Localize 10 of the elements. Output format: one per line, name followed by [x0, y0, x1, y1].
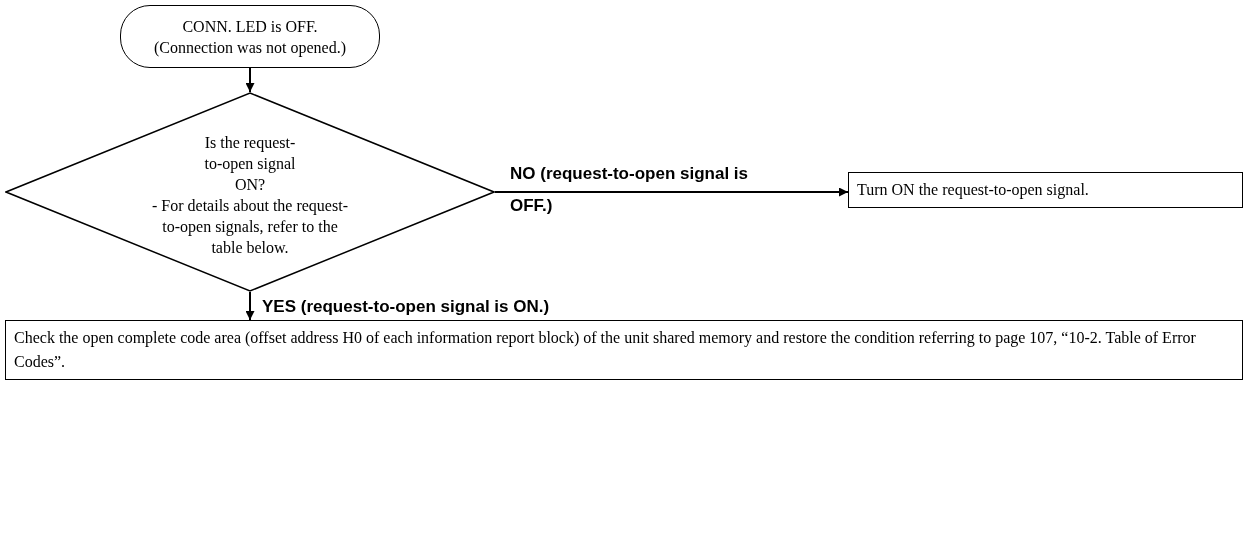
- decision-note: - For details about the request-to-open signals, refer to the table below.: [151, 196, 349, 258]
- edge-label: NO (request-to-open signal is OFF.): [510, 163, 750, 217]
- arrow: [494, 187, 849, 197]
- process-box: Check the open complete code area (offset address H0 of each information report block) of the unit shared memory and restore the condition referring to page 107, “10-2. Table of Error Codes”.: [5, 320, 1243, 380]
- edge-label: YES (request-to-open signal is ON.): [262, 296, 551, 318]
- terminal-box: CONN. LED is OFF. (Connection was not opened.): [120, 5, 380, 68]
- decision-question: Is the request-to-open signal ON?: [203, 133, 297, 195]
- process-box: Turn ON the request-to-open signal.: [848, 172, 1243, 208]
- arrow: [245, 67, 255, 93]
- arrow: [245, 291, 255, 321]
